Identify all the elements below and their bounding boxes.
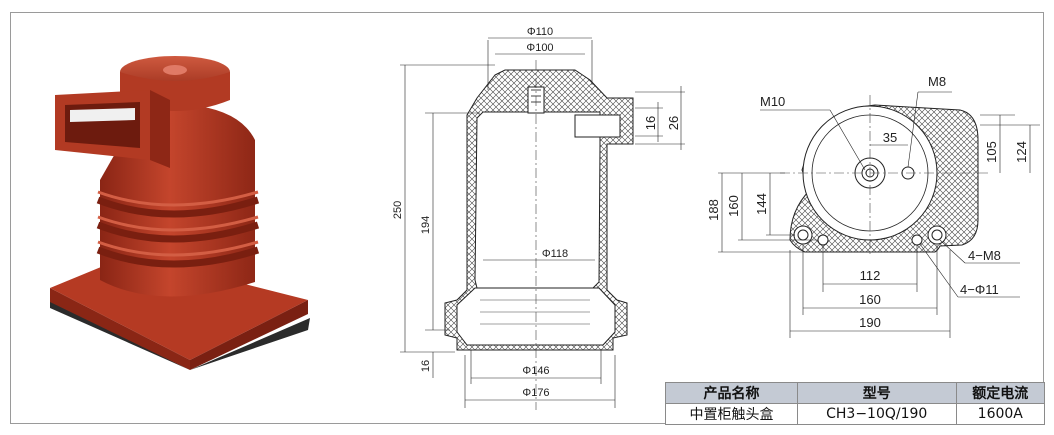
cell-product-name: 中置柜触头盒 <box>665 403 798 425</box>
dim-105: 105 <box>984 141 999 163</box>
label-4-phi11: 4−Φ11 <box>960 282 999 297</box>
dim-190: 190 <box>859 315 881 330</box>
dim-112: 112 <box>860 268 881 283</box>
dim-160-bottom: 160 <box>859 292 881 307</box>
label-m10: M10 <box>760 94 785 109</box>
dim-35: 35 <box>883 130 897 145</box>
dim-phi176: Φ176 <box>522 387 549 399</box>
header-rated-current: 额定电流 <box>955 382 1046 404</box>
cell-model: CH3−10Q/190 <box>796 403 957 425</box>
product-photo <box>50 56 310 370</box>
dim-144: 144 <box>754 193 769 215</box>
dim-188: 188 <box>706 199 721 221</box>
dim-phi100: Φ100 <box>526 42 553 54</box>
spec-table: 产品名称 型号 额定电流 中置柜触头盒 CH3−10Q/190 1600A <box>665 382 1046 425</box>
dim-26-port: 26 <box>666 116 681 130</box>
frame-border <box>10 12 1044 424</box>
label-m8: M8 <box>928 74 946 89</box>
dim-phi110: Φ110 <box>527 26 553 38</box>
dim-16-port: 16 <box>643 116 658 130</box>
side-section-drawing: Φ110 Φ100 250 194 16 16 26 Φ118 Φ146 <box>392 26 685 410</box>
dim-phi118: Φ118 <box>542 248 568 260</box>
table-row: 中置柜触头盒 CH3−10Q/190 1600A <box>665 403 1046 425</box>
label-4-m8: 4−M8 <box>968 248 1001 263</box>
dim-phi146: Φ146 <box>522 365 549 377</box>
header-model: 型号 <box>796 382 957 404</box>
dim-250: 250 <box>392 201 404 219</box>
dim-160: 160 <box>726 195 741 217</box>
header-product-name: 产品名称 <box>665 382 798 404</box>
spec-table-header: 产品名称 型号 额定电流 <box>665 382 1046 404</box>
dim-194: 194 <box>420 216 432 234</box>
dim-16-base: 16 <box>420 360 432 372</box>
plan-view-drawing: M10 M8 35 105 124 188 160 144 112 <box>706 74 1040 338</box>
cell-rated-current: 1600A <box>955 403 1046 425</box>
dim-124: 124 <box>1014 141 1029 163</box>
